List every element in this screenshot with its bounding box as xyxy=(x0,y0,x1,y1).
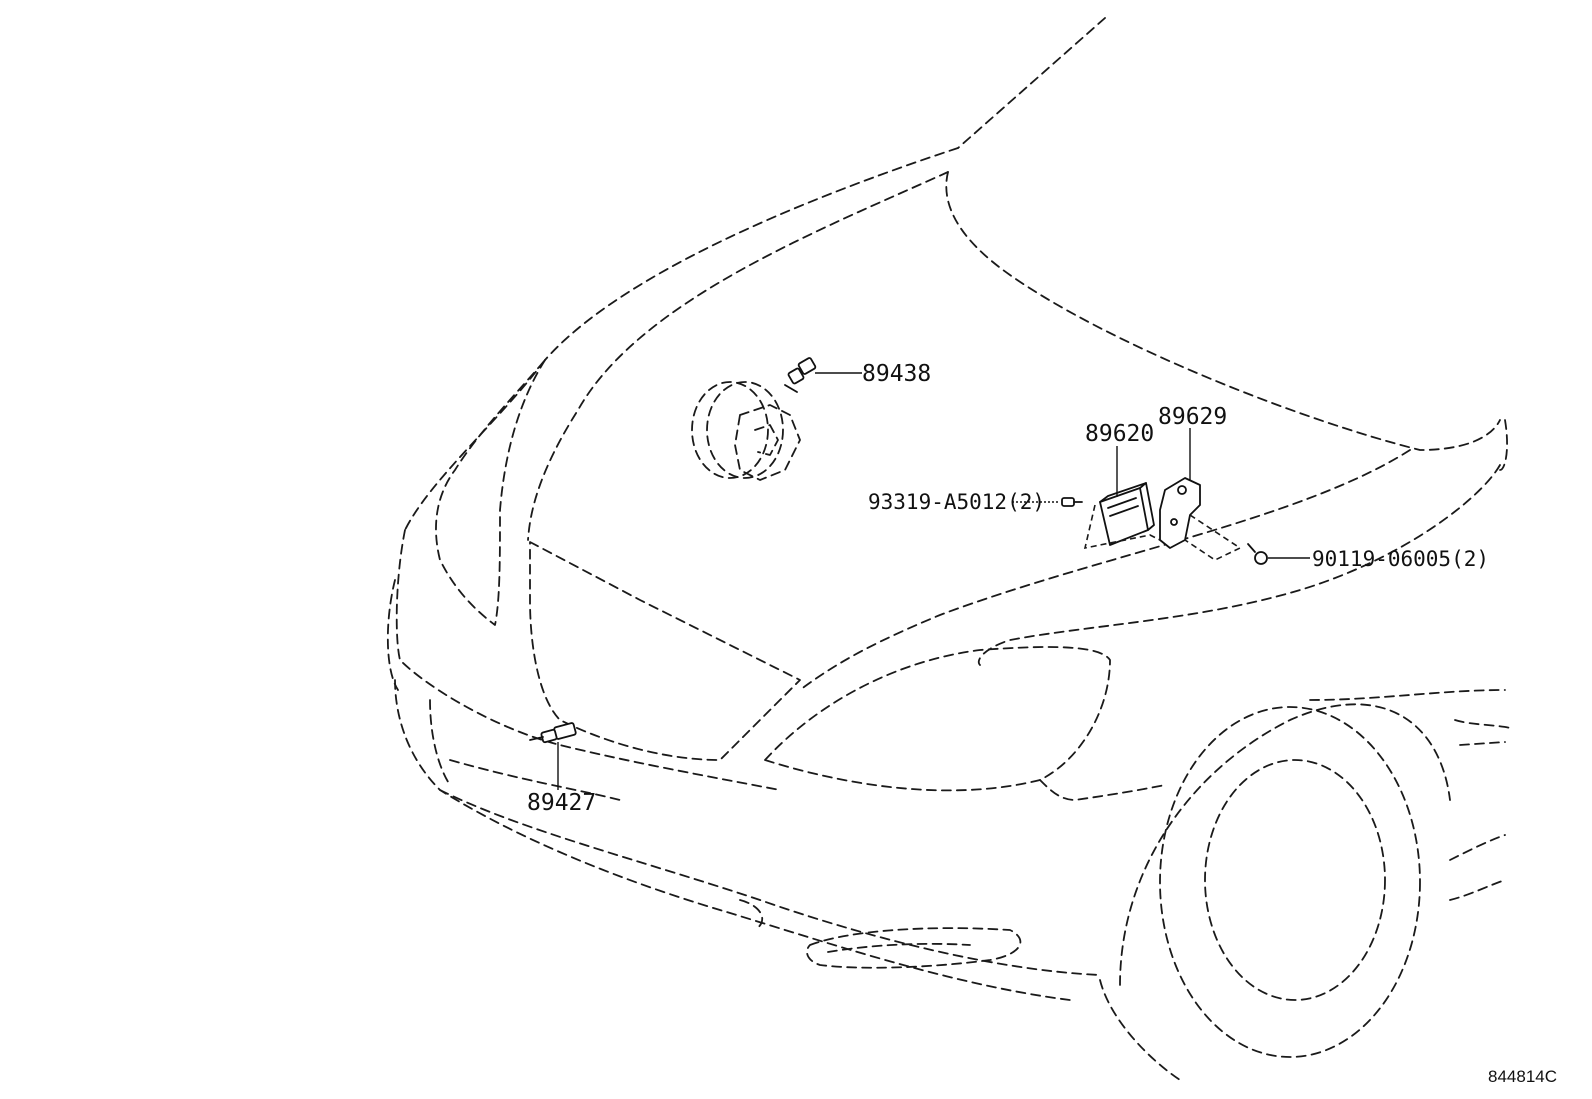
part-93319-screw[interactable] xyxy=(1061,497,1083,507)
callout-90119[interactable]: 90119-06005(2) xyxy=(1312,547,1489,571)
callout-89427[interactable]: 89427 xyxy=(527,790,596,816)
part-89438-sensor[interactable] xyxy=(784,357,817,393)
part-90119-bolt[interactable] xyxy=(1247,543,1268,565)
callout-89620[interactable]: 89620 xyxy=(1085,421,1154,447)
part-89629-bracket[interactable] xyxy=(1159,477,1242,561)
callout-89438[interactable]: 89438 xyxy=(862,361,931,387)
vehicle-outline xyxy=(386,17,1511,1081)
horn-assembly xyxy=(691,381,801,481)
callout-93319[interactable]: 93319-A5012(2) xyxy=(868,490,1045,514)
part-89427-sensor[interactable] xyxy=(529,722,577,744)
callout-89629[interactable]: 89629 xyxy=(1158,404,1227,430)
diagram-id: 844814C xyxy=(1488,1067,1557,1086)
part-89620-control-unit[interactable] xyxy=(1083,482,1161,550)
